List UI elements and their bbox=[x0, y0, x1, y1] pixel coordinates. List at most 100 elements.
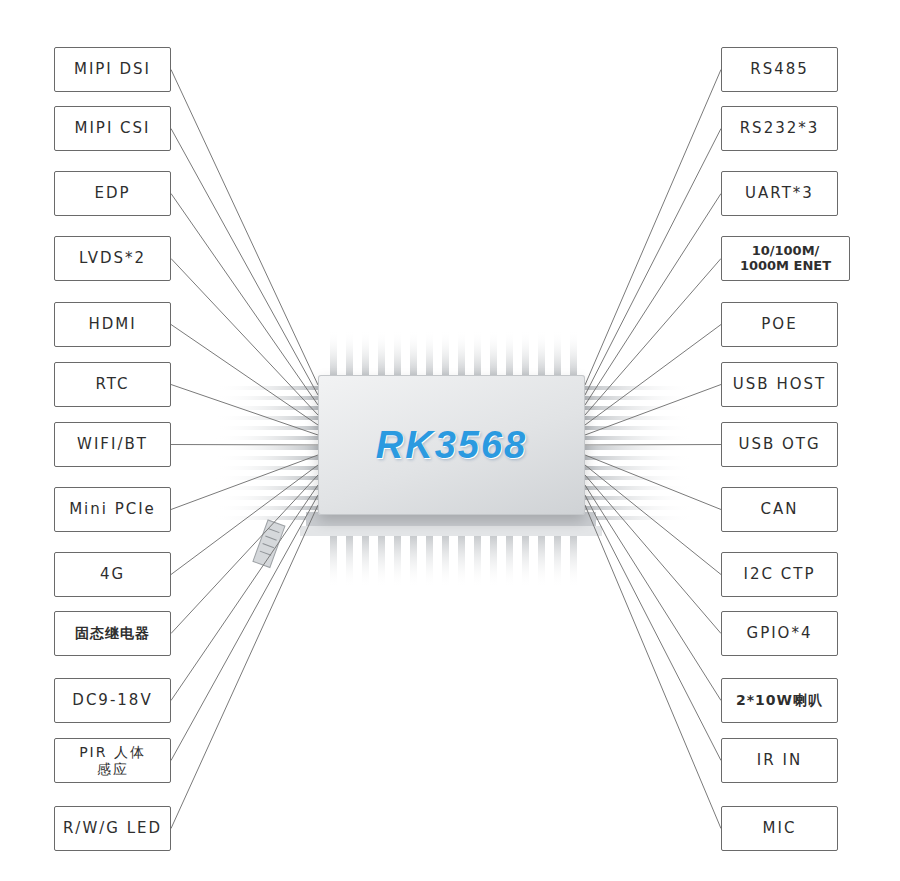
interface-label: RS232*3 bbox=[740, 120, 820, 137]
chip-pin bbox=[570, 330, 577, 376]
chip-shadow bbox=[300, 526, 602, 536]
interface-box: 4G bbox=[54, 552, 171, 597]
interface-label: MIPI CSI bbox=[74, 120, 150, 137]
chip-pin bbox=[215, 496, 320, 500]
chip-pin bbox=[330, 330, 337, 376]
chip-pin bbox=[215, 406, 320, 410]
connector-line bbox=[585, 259, 721, 416]
interface-box: RS232*3 bbox=[721, 106, 838, 151]
interface-box: RTC bbox=[54, 362, 171, 407]
chip-pin bbox=[215, 426, 320, 430]
connector-line bbox=[171, 194, 318, 406]
connector-line bbox=[585, 385, 721, 436]
interface-label: 10/100M/ 1000M ENET bbox=[731, 244, 841, 274]
interface-box: MIPI DSI bbox=[54, 47, 171, 92]
connector-line bbox=[585, 505, 721, 829]
connector-line bbox=[585, 70, 721, 386]
chip-pin bbox=[215, 446, 320, 450]
interface-label: POE bbox=[761, 316, 797, 333]
pin-row bbox=[215, 386, 320, 520]
chip-pin bbox=[215, 476, 320, 480]
interface-label: UART*3 bbox=[745, 185, 814, 202]
interface-box: PIR 人体感应 bbox=[54, 738, 171, 783]
connector-line bbox=[171, 485, 318, 701]
chip-pin bbox=[490, 330, 497, 376]
interface-label: DC9-18V bbox=[72, 692, 152, 709]
interface-box: GPIO*4 bbox=[721, 611, 838, 656]
connector-line bbox=[585, 485, 721, 701]
connector-line bbox=[171, 70, 318, 386]
chip-pin bbox=[215, 456, 320, 460]
interface-label: WIFI/BT bbox=[77, 436, 148, 453]
interface-box: WIFI/BT bbox=[54, 422, 171, 467]
connector-line bbox=[171, 444, 318, 446]
chip-pin bbox=[442, 330, 449, 376]
interface-box: 10/100M/ 1000M ENET bbox=[721, 236, 850, 281]
interface-label: USB HOST bbox=[733, 376, 826, 393]
connector-line bbox=[171, 129, 318, 396]
chip-pin bbox=[583, 406, 693, 410]
chip-pin bbox=[583, 486, 693, 490]
connector-line bbox=[171, 505, 318, 829]
interface-box: LVDS*2 bbox=[54, 236, 171, 281]
chip-pin bbox=[583, 466, 693, 470]
interface-label: RTC bbox=[95, 376, 129, 393]
connector-line bbox=[585, 194, 721, 406]
chip-pin bbox=[378, 330, 385, 376]
chip-pin bbox=[583, 436, 693, 440]
interface-label: PIR 人体感应 bbox=[78, 744, 148, 776]
interface-label: LVDS*2 bbox=[79, 250, 146, 267]
interface-box: I2C CTP bbox=[721, 552, 838, 597]
chip-pin bbox=[583, 516, 693, 520]
interface-label: Mini PCIe bbox=[69, 501, 156, 518]
connector-line bbox=[585, 455, 721, 510]
chip-pin bbox=[583, 456, 693, 460]
interface-label: MIC bbox=[763, 820, 797, 837]
chip-pin bbox=[215, 506, 320, 510]
connector-line bbox=[171, 495, 318, 761]
pin-row bbox=[583, 386, 693, 520]
chip-pin bbox=[458, 330, 465, 376]
interface-label: USB OTG bbox=[738, 436, 820, 453]
connector-line bbox=[585, 129, 721, 396]
chip-pin bbox=[346, 330, 353, 376]
interface-box: EDP bbox=[54, 171, 171, 216]
chip-pin bbox=[538, 330, 545, 376]
interface-label: 4G bbox=[100, 566, 125, 583]
connector-line bbox=[171, 465, 318, 575]
interface-box: USB OTG bbox=[721, 422, 838, 467]
chip-pin bbox=[506, 330, 513, 376]
chip-pin bbox=[215, 386, 320, 390]
chip-pin bbox=[583, 496, 693, 500]
interface-box: POE bbox=[721, 302, 838, 347]
chip-pin bbox=[215, 396, 320, 400]
interface-box: MIPI CSI bbox=[54, 106, 171, 151]
chip-pin bbox=[215, 436, 320, 440]
interface-label: I2C CTP bbox=[744, 566, 816, 583]
chip-body: RK3568 bbox=[318, 375, 585, 515]
interface-label: EDP bbox=[94, 185, 130, 202]
pin-row bbox=[330, 330, 577, 376]
interface-label: MIPI DSI bbox=[74, 61, 151, 78]
interface-box: UART*3 bbox=[721, 171, 838, 216]
chip-pin bbox=[410, 330, 417, 376]
interface-label: 固态继电器 bbox=[75, 625, 150, 641]
interface-box: R/W/G LED bbox=[54, 806, 171, 851]
interface-box: 2*10W喇叭 bbox=[721, 678, 838, 723]
interface-label: CAN bbox=[761, 501, 799, 518]
chip-pin bbox=[394, 330, 401, 376]
small-component bbox=[253, 520, 285, 568]
interface-box: HDMI bbox=[54, 302, 171, 347]
interface-box: RS485 bbox=[721, 47, 838, 92]
interface-box: MIC bbox=[721, 806, 838, 851]
chip-pin bbox=[583, 416, 693, 420]
interface-label: R/W/G LED bbox=[63, 820, 162, 837]
chip-pin bbox=[362, 330, 369, 376]
connector-line bbox=[171, 259, 318, 416]
connector-line bbox=[585, 465, 721, 575]
interface-box: Mini PCIe bbox=[54, 487, 171, 532]
chip-pin bbox=[554, 330, 561, 376]
interface-label: RS485 bbox=[750, 61, 809, 78]
interface-label: GPIO*4 bbox=[747, 625, 813, 642]
